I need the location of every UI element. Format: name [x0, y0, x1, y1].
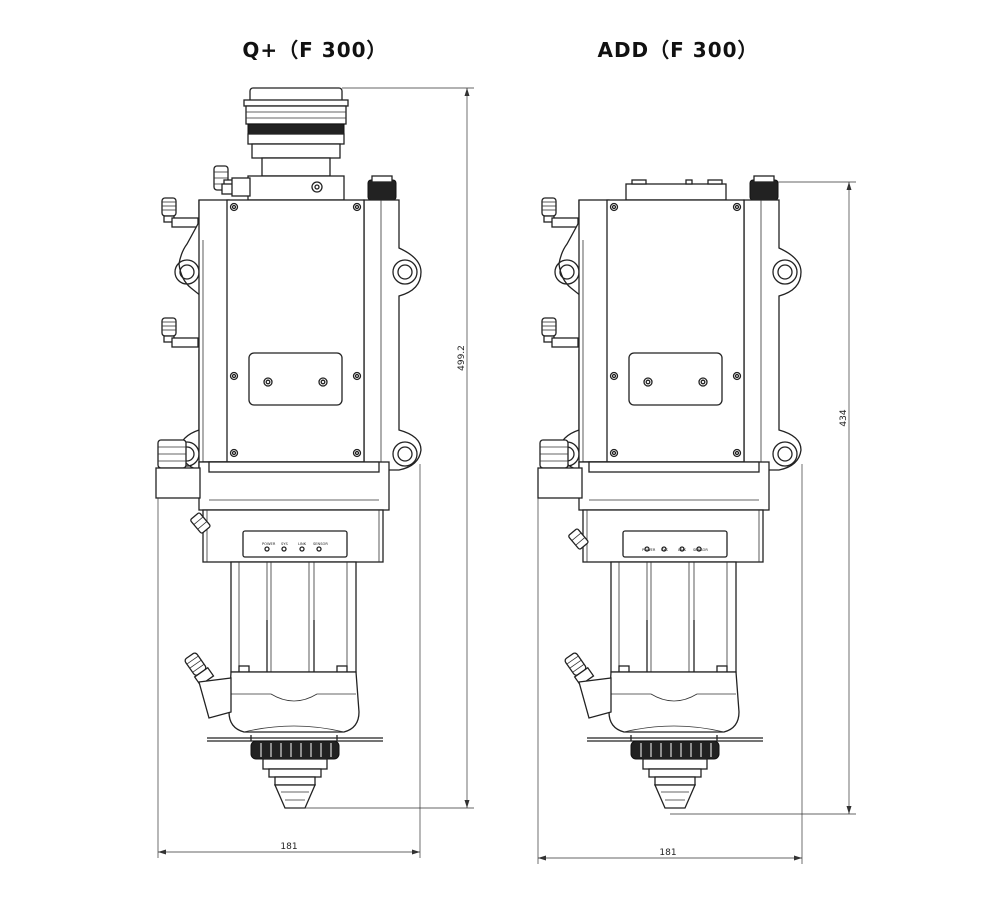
- add-led-label-sensor: SENSOR: [693, 548, 708, 552]
- add-led-label-sys: SYS: [661, 548, 668, 552]
- view-title-q-plus: Q+（F 300）: [242, 38, 388, 62]
- add-height-dimension: 434: [839, 409, 849, 426]
- q-plus-led-label-sensor: SENSOR: [313, 542, 328, 546]
- view-title-add: ADD（F 300）: [597, 38, 759, 62]
- q-plus-height-dimension: 499.2: [457, 345, 467, 371]
- add-width-dimension: 181: [659, 848, 676, 858]
- add-cutting-head-drawing: POWER SYS LINK SENSOR 434 181: [537, 175, 856, 864]
- q-plus-width-dimension: 181: [280, 842, 297, 852]
- q-plus-led-label-link: LINK: [298, 542, 307, 546]
- add-led-label-power: POWER: [642, 548, 656, 552]
- q-plus-led-label-sys: SYS: [281, 542, 288, 546]
- q-plus-cutting-head-drawing: POWER SYS LINK SENSOR 499.2 181: [155, 87, 474, 858]
- q-plus-led-label-power: POWER: [262, 542, 276, 546]
- add-led-label-link: LINK: [678, 548, 687, 552]
